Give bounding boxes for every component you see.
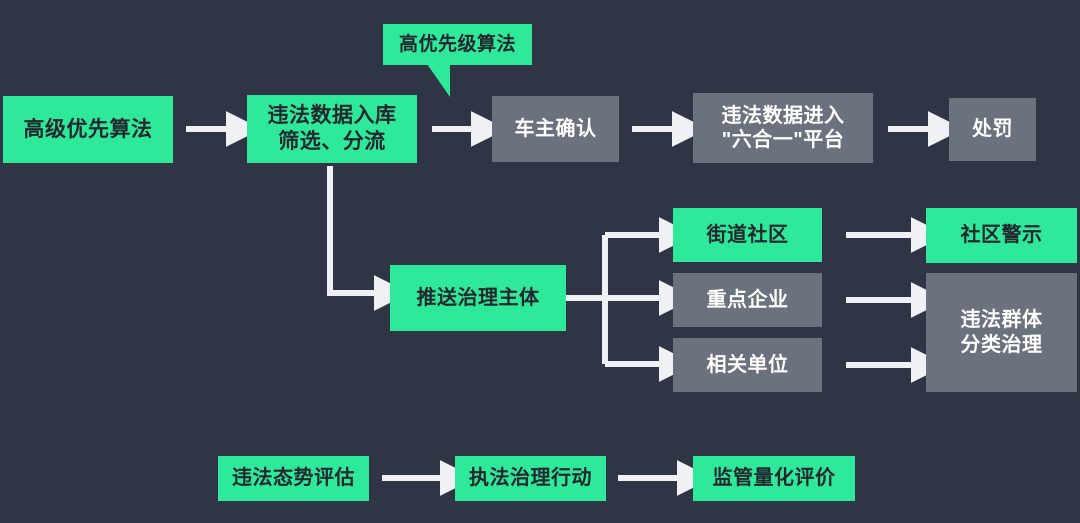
node-violation-situation-assessment[interactable]: 违法态势评估	[218, 456, 369, 501]
node-community-warning[interactable]: 社区警示	[926, 208, 1077, 263]
node-related-unit[interactable]: 相关单位	[673, 338, 822, 392]
node-regulatory-quantitative-evaluation[interactable]: 监管量化评价	[693, 456, 855, 501]
callout-high-priority-algorithm[interactable]: 高优先级算法	[383, 24, 532, 65]
node-advanced-priority-algorithm[interactable]: 高级优先算法	[3, 96, 173, 163]
node-owner-confirmation[interactable]: 车主确认	[492, 96, 619, 162]
node-enforcement-action[interactable]: 执法治理行动	[455, 456, 606, 501]
node-street-community[interactable]: 街道社区	[673, 208, 822, 262]
node-push-governance-entity[interactable]: 推送治理主体	[390, 265, 566, 331]
node-penalty[interactable]: 处罚	[949, 98, 1036, 161]
node-violation-group-classification[interactable]: 违法群体 分类治理	[926, 273, 1077, 392]
node-violation-data-intake[interactable]: 违法数据入库 筛选、分流	[247, 95, 417, 163]
callout-tail	[427, 64, 450, 97]
elbow-to-hub	[327, 166, 410, 311]
node-key-enterprise[interactable]: 重点企业	[673, 273, 822, 327]
node-six-in-one-platform[interactable]: 违法数据进入 "六合一"平台	[693, 93, 873, 163]
